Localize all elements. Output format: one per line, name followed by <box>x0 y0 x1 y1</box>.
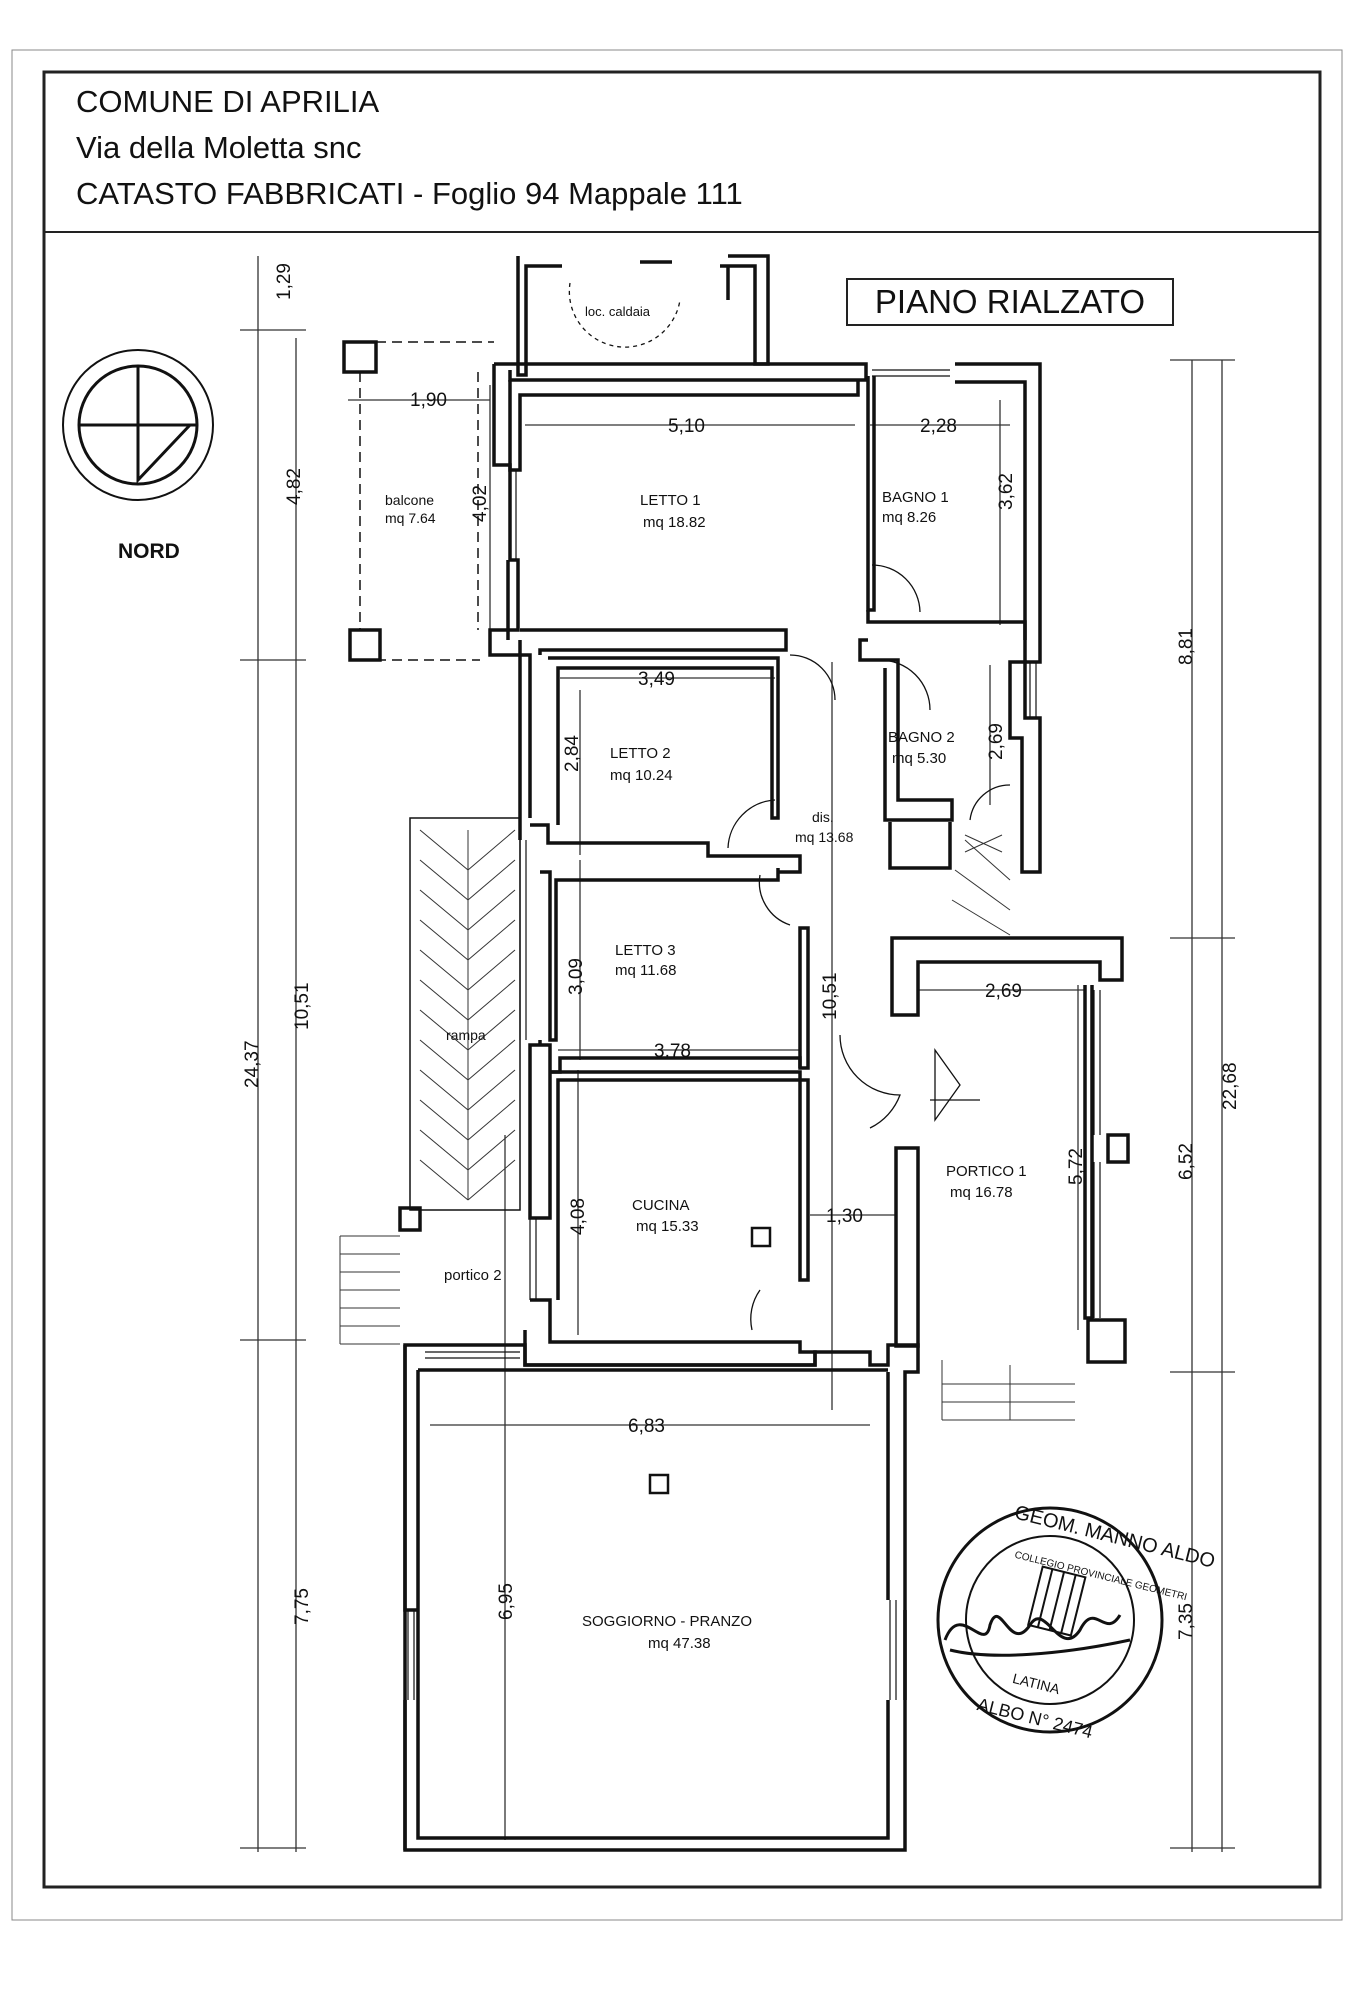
dim-22-68: 22,68 <box>1220 1062 1241 1110</box>
page-edge <box>11 49 1343 1921</box>
dim-3-09: 3,09 <box>566 958 587 995</box>
room-cucina-name: CUCINA <box>632 1197 690 1214</box>
signature <box>943 1614 1131 1657</box>
dim-4-08: 4,08 <box>568 1198 589 1235</box>
dim-7-75: 7,75 <box>292 1588 313 1625</box>
room-portico2: portico 2 <box>444 1267 502 1284</box>
dim-7-35: 7,35 <box>1176 1603 1197 1640</box>
dim-10-51b: 10,51 <box>820 972 841 1020</box>
dim-2-69b: 2,69 <box>985 981 1022 1002</box>
dim-5-72: 5,72 <box>1066 1148 1087 1185</box>
dim-3-49: 3,49 <box>638 669 675 690</box>
dim-4-02: 4,02 <box>470 485 491 522</box>
room-letto3-area: mq 11.68 <box>615 962 676 979</box>
stamp-albo: ALBO N° 2474 <box>975 1694 1095 1742</box>
room-letto2-area: mq 10.24 <box>610 767 673 784</box>
room-dis-name: dis. <box>812 809 834 825</box>
dim-4-82: 4,82 <box>284 468 305 505</box>
room-bagno2-name: BAGNO 2 <box>888 729 955 746</box>
dim-1-29: 1,29 <box>274 263 295 300</box>
plan-title: PIANO RIALZATO <box>846 278 1174 326</box>
outer-frame <box>42 70 1322 1889</box>
windows <box>407 369 1101 1700</box>
dim-6-95: 6,95 <box>496 1583 517 1620</box>
dim-2-84: 2,84 <box>562 735 583 772</box>
cucina-fixture <box>750 1226 772 1248</box>
room-soggiorno-name: SOGGIORNO - PRANZO <box>582 1613 752 1630</box>
dimension-lines <box>240 256 1235 1852</box>
dim-1-90: 1,90 <box>410 390 447 411</box>
ramp-hatch <box>409 817 521 1211</box>
dim-3-62: 3,62 <box>996 473 1017 510</box>
dim-2-28: 2,28 <box>920 416 957 437</box>
room-bagno1-area: mq 8.26 <box>882 509 936 526</box>
room-bagno1-name: BAGNO 1 <box>882 489 949 506</box>
dim-24-37: 24,37 <box>242 1040 263 1088</box>
header-comune: COMUNE DI APRILIA <box>76 84 380 119</box>
dim-5-10: 5,10 <box>668 416 705 437</box>
room-letto1-name: LETTO 1 <box>640 492 701 509</box>
room-soggiorno-area: mq 47.38 <box>648 1635 711 1652</box>
compass-label: NORD <box>118 540 180 563</box>
room-letto2-name: LETTO 2 <box>610 745 671 762</box>
room-balcone-name: balcone <box>385 492 434 508</box>
dim-10-51a: 10,51 <box>292 982 313 1030</box>
room-dis-area: mq 13.68 <box>795 829 854 845</box>
north-arrow-icon <box>62 349 214 501</box>
dim-2-69a: 2,69 <box>986 723 1007 760</box>
room-portico1-name: PORTICO 1 <box>946 1163 1027 1180</box>
soggiorno-fixture <box>648 1473 670 1495</box>
room-cucina-area: mq 15.33 <box>636 1218 699 1235</box>
dimension-labels: 1,29 4,82 1,90 5,10 2,28 4,02 3,62 8,81 … <box>242 263 1241 1640</box>
dim-1-30: 1,30 <box>826 1206 863 1227</box>
room-letto1-area: mq 18.82 <box>643 514 706 531</box>
stamp-city: LATINA <box>1011 1670 1062 1697</box>
header-catasto: CATASTO FABBRICATI - Foglio 94 Mappale 1… <box>76 176 743 211</box>
room-bagno2-area: mq 5.30 <box>892 750 946 767</box>
room-caldaia: loc. caldaia <box>585 304 651 319</box>
header-via: Via della Moletta snc <box>76 130 362 165</box>
room-balcone-area: mq 7.64 <box>385 510 436 526</box>
room-portico1-area: mq 16.78 <box>950 1184 1013 1201</box>
room-letto3-name: LETTO 3 <box>615 942 676 959</box>
doors <box>568 282 1011 1331</box>
dim-6-52: 6,52 <box>1176 1143 1197 1180</box>
dim-6-83: 6,83 <box>628 1416 665 1437</box>
dim-3-78: 3,78 <box>654 1041 691 1062</box>
stairs <box>339 834 1075 1421</box>
walls <box>342 254 1130 1852</box>
dim-8-81: 8,81 <box>1176 628 1197 665</box>
room-rampa: rampa <box>446 1027 486 1043</box>
